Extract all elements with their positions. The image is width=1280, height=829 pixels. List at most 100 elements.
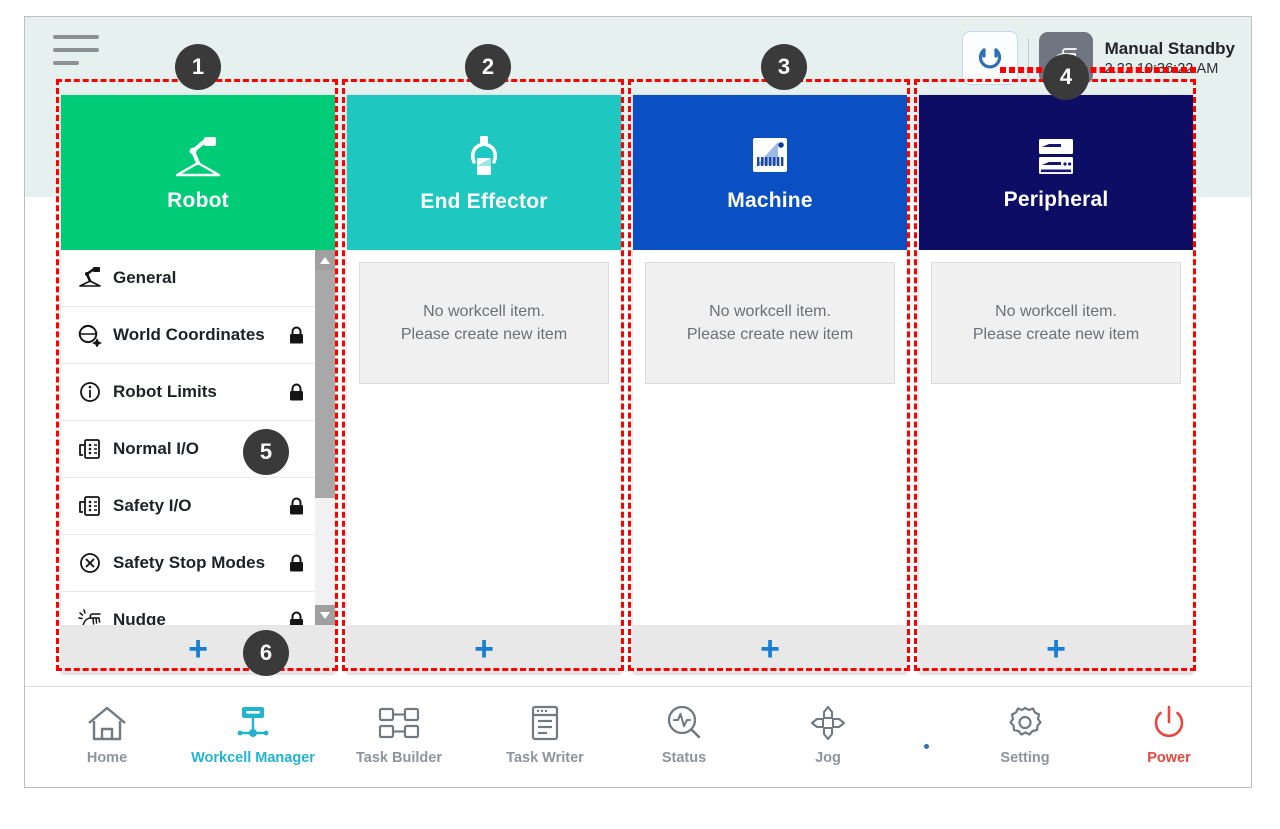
manual-hand-icon [1051,48,1077,67]
column-title: End Effector [420,189,548,213]
column-body-robot: General World Coordinates [61,250,335,625]
scrollbar-thumb[interactable] [315,270,335,498]
nav-label: Status [661,750,707,766]
nav-item-jog[interactable]: Jog [780,697,876,766]
list-item-label: World Coordinates [113,325,265,344]
nav-label: Home [86,750,128,766]
manual-mode-button[interactable] [1038,32,1093,84]
chevron-up-icon [320,256,330,264]
list-scrollbar[interactable] [315,250,335,625]
column-header-robot[interactable]: Robot [61,95,335,250]
plus-icon: + [1046,630,1066,668]
limit-circle-icon [73,380,107,404]
robot-arm-icon [73,266,107,290]
nav-item-status[interactable]: Status [636,697,732,766]
lock-icon [287,611,305,625]
header-divider [1027,38,1029,78]
menu-line [53,61,79,65]
list-item-nudge[interactable]: Nudge [61,592,315,625]
nav-label: Power [1147,750,1191,766]
empty-line-2: Please create new item [972,325,1140,343]
nav-item-power[interactable]: Power [1121,697,1217,766]
list-item-robot-limits[interactable]: Robot Limits [61,364,315,421]
servo-power-button[interactable] [961,31,1018,85]
power-icon [1147,697,1191,743]
machine-icon [753,137,787,172]
list-item-label: General [113,268,177,287]
empty-line-1: No workcell item. [423,302,545,320]
list-item-label: Robot Limits [113,382,217,401]
column-header-end-effector[interactable]: End Effector [347,95,621,250]
empty-state-end-effector: No workcell item. Please create new item [359,262,609,384]
column-body-machine: No workcell item. Please create new item [633,250,907,625]
nav-right-group: Status Jog [636,697,1217,766]
status-timestamp: 2.22 10:36:22 AM [1104,60,1219,77]
column-title: Machine [727,188,813,212]
io-port-icon [73,437,107,461]
nav-item-workcell-manager[interactable]: Workcell Manager [191,697,315,766]
robot-settings-list: General World Coordinates [61,250,315,625]
add-robot-item-button[interactable]: + [61,625,335,673]
add-end-effector-item-button[interactable]: + [347,625,621,673]
server-rack-icon [1039,138,1073,174]
lock-icon [287,497,305,516]
plus-icon: + [474,630,494,668]
nav-separator-dot [924,744,929,749]
add-machine-item-button[interactable]: + [633,625,907,673]
list-item-general[interactable]: General [61,250,315,307]
header-status-group: Manual Standby 2.22 10:36:22 AM [961,27,1235,89]
scroll-up-button[interactable] [315,250,335,270]
globe-axis-icon [73,323,107,347]
status-text-block: Manual Standby 2.22 10:36:22 AM [1103,38,1235,77]
status-scope-icon [662,697,706,743]
nav-item-task-writer[interactable]: Task Writer [497,697,593,766]
empty-line-1: No workcell item. [995,302,1117,320]
empty-line-1: No workcell item. [709,302,831,320]
chevron-down-icon [320,611,330,619]
nav-label: Workcell Manager [191,750,315,766]
empty-state-peripheral: No workcell item. Please create new item [931,262,1181,384]
status-title: Manual Standby [1104,39,1235,59]
scroll-down-button[interactable] [315,605,335,625]
list-item-label: Safety Stop Modes [113,553,266,572]
list-item-world-coordinates[interactable]: World Coordinates [61,307,315,364]
hamburger-menu-icon[interactable] [53,35,101,71]
list-item-normal-io[interactable]: Normal I/O [61,421,315,478]
column-title: Robot [167,188,229,212]
nav-item-setting[interactable]: Setting [977,697,1073,766]
nav-label: Task Builder [356,750,442,766]
list-item-safety-stop-modes[interactable]: Safety Stop Modes [61,535,315,592]
nav-left-group: Home Workcell Manager [59,697,593,766]
list-item-label: Nudge [113,610,166,625]
gripper-icon [470,135,498,175]
add-peripheral-item-button[interactable]: + [919,625,1193,673]
workcell-columns: Robot General [61,95,1217,673]
nav-item-home[interactable]: Home [59,697,155,766]
jog-arrows-icon [806,697,850,743]
lock-icon [287,554,305,573]
bottom-navigation-bar: Home Workcell Manager [25,686,1251,787]
application-window: Manual Standby 2.22 10:36:22 AM Robot [24,16,1252,788]
column-body-peripheral: No workcell item. Please create new item [919,250,1193,625]
nav-item-task-builder[interactable]: Task Builder [351,697,447,766]
list-item-label: Normal I/O [113,439,199,458]
empty-state-machine: No workcell item. Please create new item [645,262,895,384]
nav-label: Task Writer [506,750,584,766]
task-writer-icon [523,697,567,743]
workcell-column-peripheral: Peripheral No workcell item. Please crea… [919,95,1193,673]
plus-icon: + [188,630,208,668]
nav-label: Setting [1000,750,1050,766]
list-item-safety-io[interactable]: Safety I/O [61,478,315,535]
menu-line [53,35,99,39]
lock-icon [287,383,305,402]
column-body-end-effector: No workcell item. Please create new item [347,250,621,625]
column-header-peripheral[interactable]: Peripheral [919,95,1193,250]
task-builder-icon [376,697,422,743]
column-header-machine[interactable]: Machine [633,95,907,250]
menu-line [53,48,99,52]
io-port-icon [73,494,107,518]
workcell-column-machine: Machine No workcell item. Please create … [633,95,907,673]
workcell-manager-icon [231,697,275,743]
list-item-label: Safety I/O [113,496,192,515]
workcell-column-robot: Robot General [61,95,335,673]
